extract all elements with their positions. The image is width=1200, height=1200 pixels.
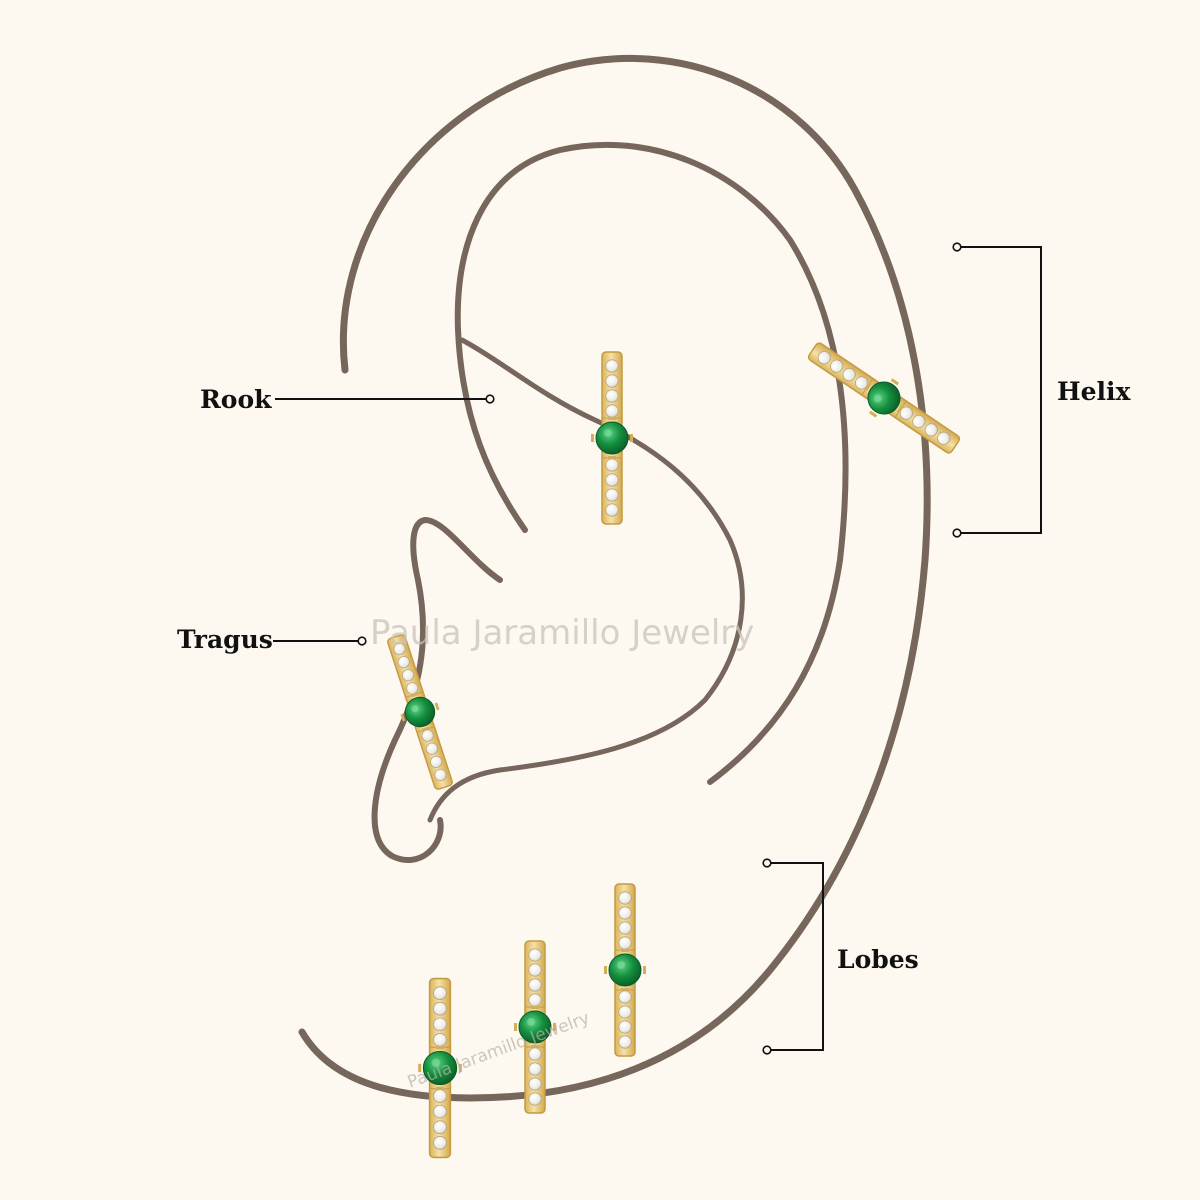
earring-rook <box>590 351 634 525</box>
tragus-pointer-dot <box>357 636 367 646</box>
earring-lobe-3 <box>603 883 647 1057</box>
watermark: Paula Jaramillo Jewelry <box>370 613 754 653</box>
helix-bracket: Helix <box>952 242 1132 538</box>
rook-label: Rook <box>200 385 272 414</box>
lobes-label: Lobes <box>837 945 919 974</box>
tragus-label: Tragus <box>177 625 273 654</box>
earring-helix <box>800 331 968 465</box>
rook-callout: Rook <box>200 385 495 414</box>
rook-pointer-dot <box>485 394 495 404</box>
helix-label: Helix <box>1057 377 1132 406</box>
tragus-callout: Tragus <box>177 625 367 654</box>
lobes-bracket: Lobes <box>762 858 919 1055</box>
